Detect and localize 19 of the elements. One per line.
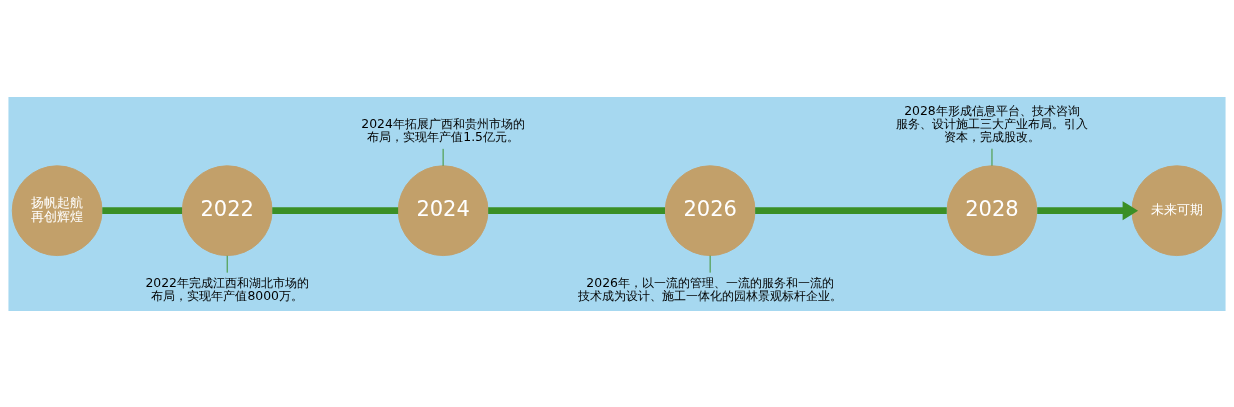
node-text: 2028年形成信息平台、技术咨询服务、设计施工三大产业布局。引入资本，完成股改。 [895, 102, 1088, 144]
arrow [1037, 200, 1139, 220]
node-circle: 2026 [664, 164, 756, 256]
connector [991, 147, 993, 166]
node-text: 2022年完成江西和湖北市场的布局，实现年产值8000万。 [145, 274, 309, 303]
connector [272, 206, 399, 214]
node-circle: 2028 [946, 164, 1038, 256]
connector [226, 254, 228, 273]
node-circle: 未来可期 [1131, 164, 1223, 256]
connector [488, 206, 665, 214]
connector [755, 206, 947, 214]
node-circle: 2024 [397, 164, 489, 256]
connector [442, 147, 444, 166]
node-circle: 2022 [181, 164, 273, 256]
node-text: 2026年，以一流的管理、一流的服务和一流的技术成为设计、施工一体化的园林景观标杆企业。 [578, 274, 843, 303]
connector [102, 206, 183, 214]
connector [709, 254, 711, 273]
node-circle: 扬帆起航再创辉煌 [11, 164, 103, 256]
node-text: 2024年拓展广西和贵州市场的布局，实现年产值1.5亿元。 [361, 115, 525, 144]
